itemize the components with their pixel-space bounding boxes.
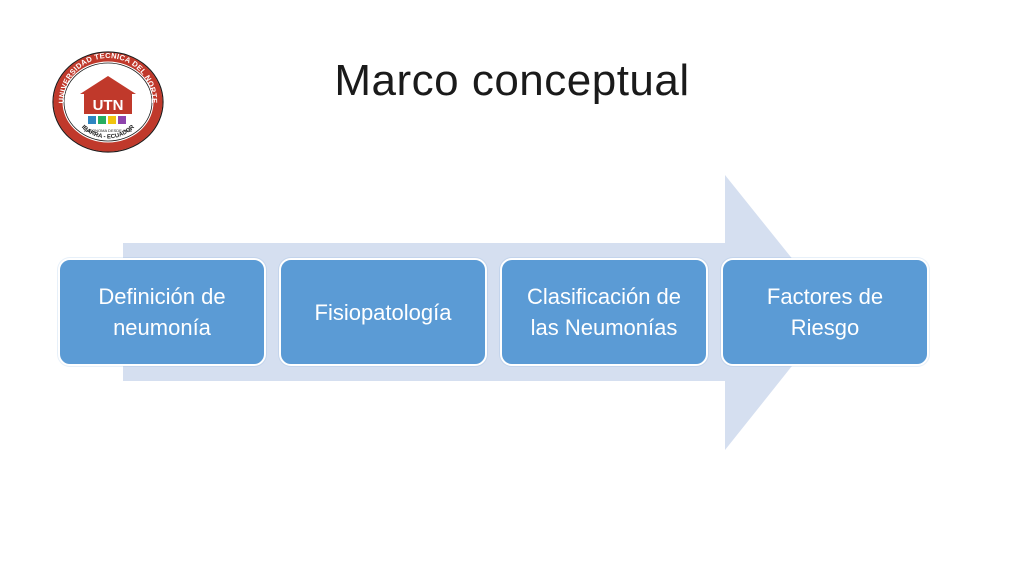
step-label: Clasificación de las Neumonías <box>526 284 682 340</box>
step-box-clasificacion: Clasificación de las Neumonías <box>500 258 708 366</box>
step-box-factores: Factores de Riesgo <box>721 258 929 366</box>
step-box-definicion: Definición de neumonía <box>58 258 266 366</box>
step-label: Factores de Riesgo <box>766 284 884 340</box>
seal-inner-text: AUTONOMA DESDE 1986 <box>84 128 132 133</box>
seal-monogram: UTN <box>93 97 124 114</box>
step-label: Definición de neumonía <box>98 284 226 340</box>
slide-title: Marco conceptual <box>334 56 690 105</box>
university-seal-logo: UNIVERSIDAD TECNICA DEL NORTE IBARRA - E… <box>52 51 164 153</box>
step-box-fisiopatologia: Fisiopatología <box>279 258 487 366</box>
step-label: Fisiopatología <box>314 299 452 325</box>
